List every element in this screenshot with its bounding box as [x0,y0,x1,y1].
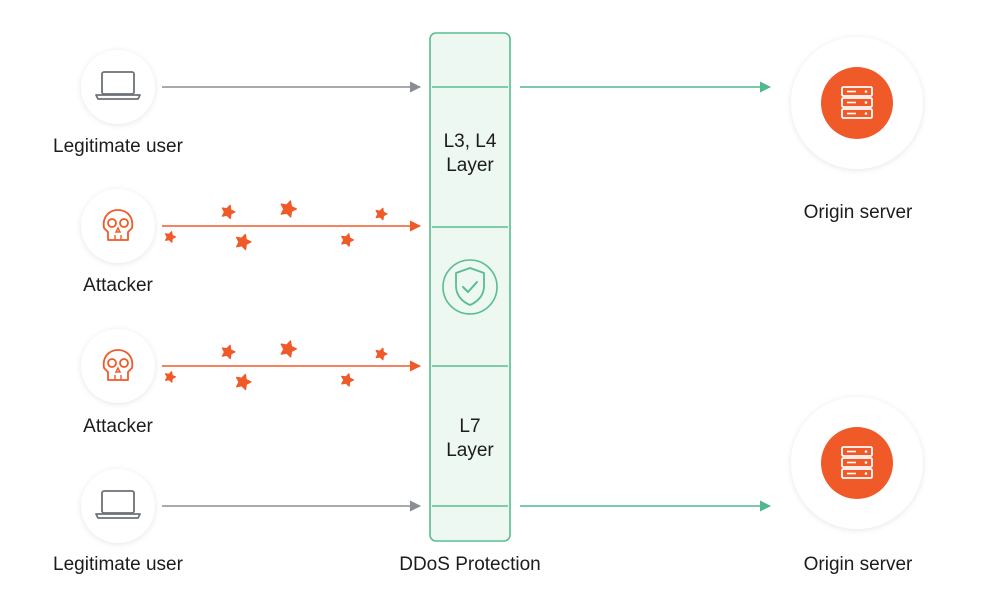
skull-icon [103,209,133,241]
source-node [81,329,155,403]
source-label: Legitimate user [53,136,183,157]
icon-circle [81,189,155,263]
attack-splat [164,371,177,383]
source-node [81,50,155,124]
icon-circle [81,329,155,403]
source-label: Legitimate user [53,554,183,575]
attack-splat [341,373,355,387]
laptop-icon [95,71,141,100]
ddos-protection-label: DDoS Protection [399,554,541,575]
ddos-protection-panel [429,32,511,542]
icon-circle [81,469,155,543]
attack-splat [221,204,236,220]
servers [791,37,923,529]
layer-label-l3-l4: L3, L4 Layer [443,131,497,176]
attack-splat [280,340,298,358]
skull-icon [103,349,133,381]
server-label: Origin server [803,202,913,223]
arrows [162,81,772,512]
server-icon [821,427,893,499]
sources [81,50,155,543]
attack-splats [164,200,388,391]
attack-splat [375,347,388,361]
icon-circle [81,50,155,124]
attack-splat [221,344,236,360]
source-label: Attacker [83,275,153,296]
origin-server-node [791,397,923,529]
attack-splat [235,373,252,391]
laptop-icon [95,490,141,519]
server-icon [821,67,893,139]
attack-splat [280,200,298,218]
source-node [81,189,155,263]
source-label: Attacker [83,416,153,437]
shield-check-icon [442,259,498,315]
attack-splat [341,233,355,247]
attack-splat [164,231,177,243]
server-label: Origin server [803,554,913,575]
attack-splat [235,233,252,251]
source-node [81,469,155,543]
layer-label-l7: L7 Layer [446,416,494,461]
attack-splat [375,207,388,221]
origin-server-node [791,37,923,169]
